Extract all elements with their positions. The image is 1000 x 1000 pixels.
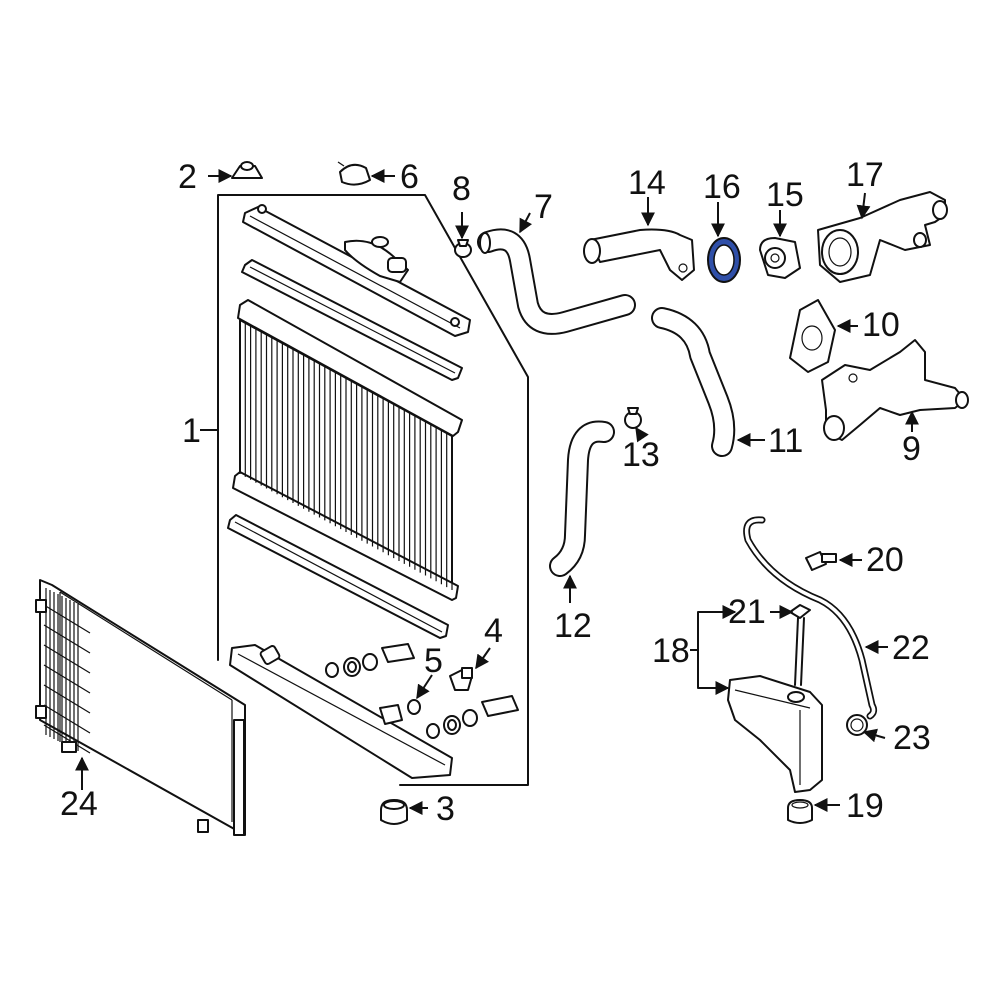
- callout-8: 8: [452, 170, 471, 208]
- callout-21: 21: [728, 593, 766, 631]
- callout-1: 1: [182, 412, 201, 450]
- upper-radiator-hose[interactable]: [477, 228, 636, 335]
- callout-5: 5: [424, 642, 443, 680]
- leader-23: [862, 728, 886, 743]
- coolant-reservoir[interactable]: [727, 675, 823, 793]
- drain-cock[interactable]: [449, 667, 473, 691]
- drain-fittings: [325, 643, 519, 739]
- callout-12: 12: [554, 607, 592, 645]
- plug[interactable]: [231, 161, 263, 179]
- lower-radiator-hose[interactable]: [549, 420, 615, 577]
- radiator-lower-tank[interactable]: [229, 644, 453, 779]
- reservoir-hose[interactable]: [789, 604, 811, 686]
- thermostat[interactable]: [759, 237, 801, 279]
- water-inlet-pipe[interactable]: [583, 228, 695, 281]
- callout-14: 14: [628, 164, 666, 202]
- condenser[interactable]: [35, 579, 246, 836]
- reservoir-bolt[interactable]: [805, 551, 837, 571]
- callout-2: 2: [178, 158, 197, 196]
- housing-gasket[interactable]: [789, 299, 836, 373]
- leader-7: [519, 212, 533, 234]
- radiator-assembly-bracket: [217, 194, 529, 786]
- radiator-upper-tank[interactable]: [242, 204, 471, 337]
- callout-24: 24: [60, 785, 98, 823]
- callout-6: 6: [400, 158, 419, 196]
- condenser-fin: [43, 724, 91, 754]
- callout-23: 23: [893, 719, 931, 757]
- callout-17: 17: [846, 156, 884, 194]
- callout-19: 19: [846, 787, 884, 825]
- overflow-hose-clamp[interactable]: [846, 714, 868, 736]
- callout-7: 7: [534, 188, 553, 226]
- radiator-cap[interactable]: [337, 161, 371, 186]
- leader-5: [416, 674, 433, 700]
- mount-bushing[interactable]: [380, 799, 408, 825]
- callout-3: 3: [436, 790, 455, 828]
- water-inlet-housing[interactable]: [821, 339, 969, 441]
- callout-10: 10: [862, 306, 900, 344]
- reservoir-cap[interactable]: [787, 799, 813, 824]
- callout-15: 15: [766, 176, 804, 214]
- thermostat-gasket[interactable]: [707, 237, 741, 283]
- radiator-core[interactable]: [232, 299, 463, 601]
- hose-clamp[interactable]: [454, 239, 472, 258]
- condenser-fin: [43, 704, 91, 734]
- callout-9: 9: [902, 430, 921, 468]
- condenser-fin: [43, 644, 91, 674]
- lower-hose-clamp[interactable]: [624, 407, 642, 429]
- callout-22: 22: [892, 629, 930, 667]
- o-ring[interactable]: [407, 699, 421, 715]
- condenser-fin: [43, 624, 91, 654]
- condenser-fin: [43, 604, 91, 634]
- callout-18: 18: [652, 632, 690, 670]
- leader-17: [856, 192, 871, 220]
- callout-11: 11: [768, 422, 803, 460]
- heater-hose[interactable]: [651, 307, 736, 457]
- condenser-fin: [43, 664, 91, 694]
- callout-4: 4: [484, 612, 503, 650]
- water-outlet-housing[interactable]: [817, 191, 948, 283]
- leader-13: [635, 426, 649, 443]
- condenser-fin: [43, 684, 91, 714]
- overflow-hose[interactable]: [743, 516, 878, 720]
- callout-16: 16: [703, 168, 741, 206]
- leader-4: [475, 647, 491, 670]
- callout-13: 13: [622, 436, 660, 474]
- callout-20: 20: [866, 541, 904, 579]
